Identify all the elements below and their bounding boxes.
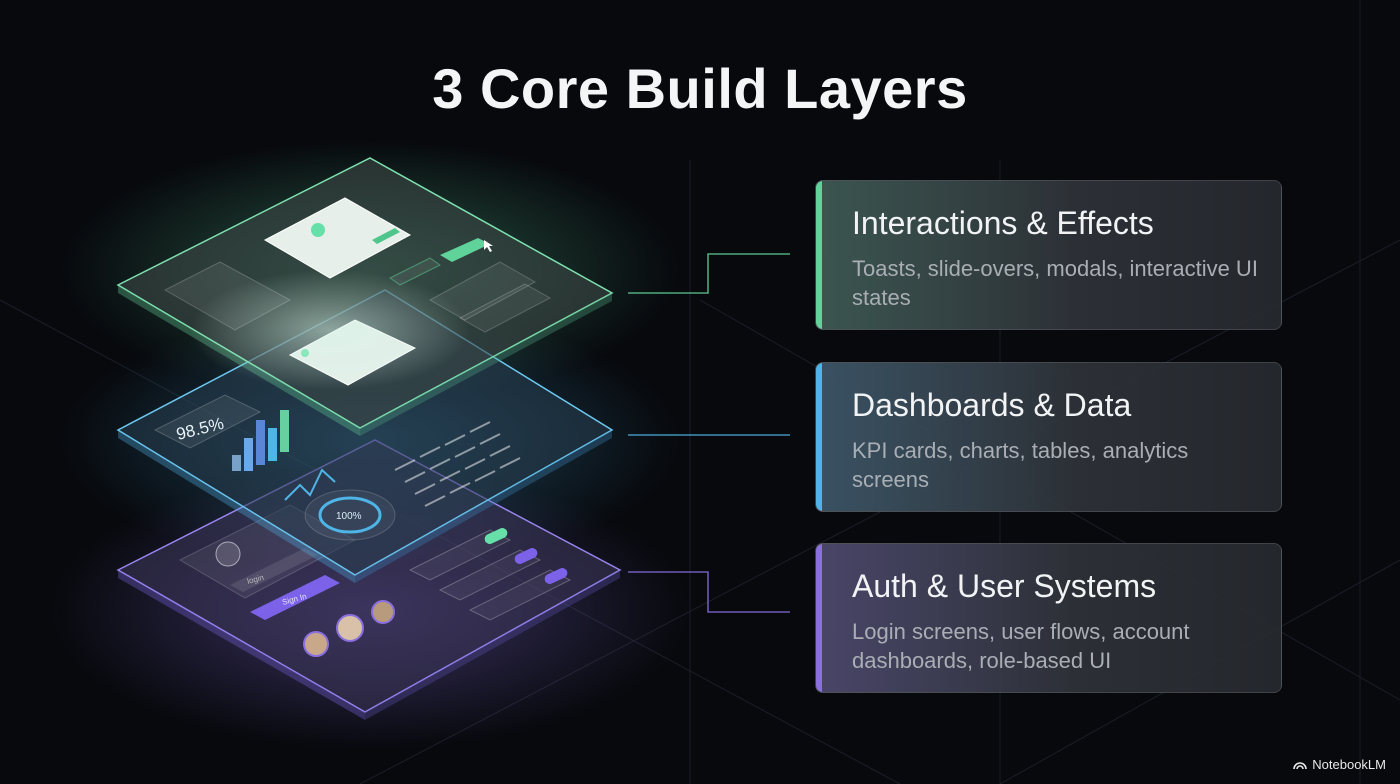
- page-title: 3 Core Build Layers: [432, 57, 968, 120]
- layer-card-auth: Auth & User Systems Login screens, user …: [815, 543, 1282, 693]
- layer-card-description: Toasts, slide-overs, modals, interactive…: [852, 256, 1258, 310]
- dashboard-layer: 98.5% 100%: [116, 289, 614, 583]
- action-button: [440, 238, 490, 262]
- notebooklm-logo-icon: [1293, 761, 1308, 769]
- cursor-icon: [484, 240, 493, 252]
- kpi-card: 98.5%: [153, 394, 262, 449]
- accent-bar: [816, 544, 822, 692]
- modal-dialog: [263, 197, 412, 279]
- toggle-icon: [484, 528, 508, 544]
- brand-name: NotebookLM: [1312, 757, 1386, 772]
- accent-bar: [816, 363, 822, 511]
- toggle-list: [408, 529, 572, 621]
- layer-card-title: Interactions & Effects: [852, 205, 1154, 241]
- gauge-value: 100%: [336, 511, 362, 522]
- connector-1: [628, 253, 790, 294]
- layer-card-interactions: Interactions & Effects Toasts, slide-ove…: [815, 180, 1282, 330]
- layer-card-title: Dashboards & Data: [852, 387, 1132, 423]
- gauge-card: 100%: [304, 489, 396, 541]
- layer-card-description: Login screens, user flows, account dashb…: [852, 619, 1190, 673]
- layer-card-description: KPI cards, charts, tables, analytics scr…: [852, 438, 1189, 492]
- bar-chart: [232, 410, 289, 471]
- line-chart: [284, 468, 336, 501]
- accent-bar: [816, 181, 822, 329]
- login-username-text: login: [246, 573, 265, 586]
- interactions-layer: [116, 157, 614, 436]
- user-avatar-icon: [215, 541, 241, 567]
- data-table: [394, 421, 521, 507]
- avatar-row: [303, 600, 395, 657]
- brand-watermark: NotebookLM: [1293, 757, 1386, 772]
- toggle-icon: [544, 568, 568, 584]
- toggle-icon: [514, 548, 538, 564]
- layer-card-dashboards: Dashboards & Data KPI cards, charts, tab…: [815, 362, 1282, 512]
- connector-3: [628, 571, 790, 613]
- layer-card-title: Auth & User Systems: [852, 568, 1157, 604]
- check-icon: [311, 223, 325, 237]
